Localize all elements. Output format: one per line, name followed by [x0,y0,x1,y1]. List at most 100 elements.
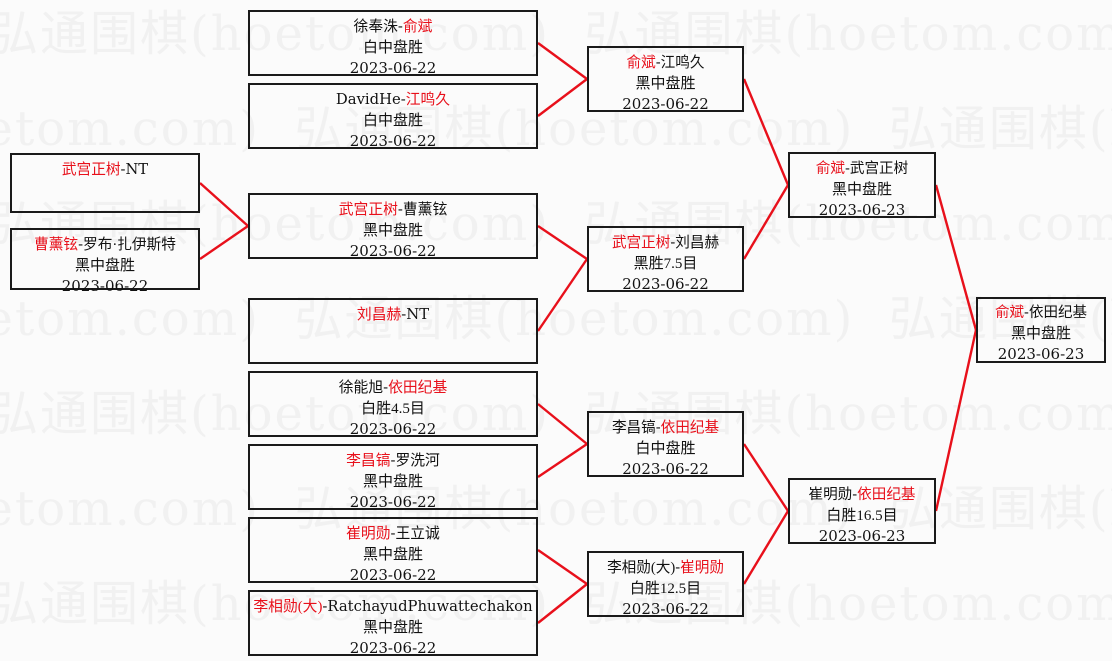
match-box[interactable]: 俞斌-依田纪基黑中盘胜 2023-06-23 [976,297,1106,363]
match-pairing: 崔明勋-依田纪基 [790,485,934,506]
player-right: 依田纪基 [660,420,720,436]
pairing-separator: - [397,201,403,218]
connector-line [537,403,588,445]
pairing-separator: - [322,598,328,615]
pairing-separator: - [120,161,126,178]
match-date: 2023-06-22 [349,566,437,585]
match-pairing: 武宫正树-刘昌赫 [589,233,742,254]
match-result: 白中盘胜 [362,112,423,129]
watermark-text: 弘通围棋(hoetom.com) 弘通围棋(hoetom.com) 弘通围棋(h… [0,576,1112,632]
player-left: 崔明勋 [808,487,853,503]
player-right: 江鸣久 [405,92,451,108]
match-box[interactable]: 李相勋(大)-崔明勋白胜12.5目 2023-06-22 [587,551,744,618]
watermark-text: 弘通围棋(hoetom.com) 弘通围棋(hoetom.com) 弘通围棋(h… [0,6,1112,62]
match-result: 黑中盘胜 [831,181,892,198]
match-pairing: 武宫正树-NT [12,160,198,181]
player-left: 徐奉洙 [353,19,398,35]
player-left: 曹薰铉 [34,237,79,253]
match-date: 2023-06-22 [622,274,709,293]
match-result: 黑中盘胜 [362,473,423,490]
player-right: 崔明勋 [680,560,724,576]
match-result: 白中盘胜 [362,39,423,56]
match-pairing: 刘昌赫-NT [250,305,536,326]
player-right: 依田纪基 [857,487,916,503]
pairing-separator: - [397,18,403,35]
player-left: 武宫正树 [338,202,398,218]
player-left: 俞斌 [994,305,1025,321]
connector-line [199,225,249,260]
match-pairing: 俞斌-依田纪基 [978,304,1104,324]
pairing-separator: - [383,379,389,396]
connector-line [537,549,588,585]
match-pairing: 曹薰铉-罗布·扎伊斯特 [12,235,198,256]
connector-line [199,182,249,227]
match-pairing: 李相勋(大)-崔明勋 [589,558,742,579]
connector-line [934,329,978,512]
player-left: 崔明勋 [346,526,391,542]
pairing-separator: - [1024,305,1029,321]
match-result: 白胜16.5目 [826,507,898,524]
player-left: 李昌镐 [346,453,391,469]
match-date: 2023-06-22 [622,599,709,618]
pairing-separator: - [78,236,84,253]
connector-line [742,510,790,585]
pairing-separator: - [390,452,396,469]
match-date: 2023-06-22 [622,94,709,113]
pairing-separator: - [852,486,858,503]
connector-line [537,42,588,80]
match-date: 2023-06-23 [997,344,1085,363]
match-pairing: 李昌镐-罗洗河 [250,451,536,472]
pairing-separator: - [655,419,661,436]
player-left: 武宫正树 [611,235,671,251]
match-pairing: 崔明勋-王立诚 [250,524,536,545]
player-left: 俞斌 [815,161,845,177]
pairing-separator: - [400,91,406,108]
match-result: 黑胜7.5目 [633,255,698,272]
player-left: 武宫正树 [61,162,121,178]
pairing-separator: - [390,525,396,542]
pairing-separator: - [670,234,676,251]
connector-line [742,78,790,186]
match-date: 2023-06-22 [61,277,149,296]
pairing-separator: - [655,54,661,71]
watermark-text: 弘通围棋(hoetom.com) 弘通围棋(hoetom.com) 弘通围棋(h… [0,291,1112,347]
match-pairing: 俞斌-武宫正树 [790,159,934,180]
match-result: 黑中盘胜 [74,257,135,274]
match-result: 黑中盘胜 [1010,325,1071,342]
match-date: 2023-06-22 [349,639,437,658]
pairing-separator: - [844,160,850,177]
match-box[interactable]: 刘昌赫-NT [248,298,538,364]
connector-line [742,443,790,512]
pairing-separator: - [401,306,407,323]
match-date: 2023-06-22 [622,459,709,478]
match-result: 白胜4.5目 [361,400,425,417]
connector-line [537,78,588,117]
player-right: 刘昌赫 [675,235,720,251]
player-right: RatchayudPhuwattechakon [327,598,533,615]
player-right: 依田纪基 [388,380,448,396]
player-right: 罗布·扎伊斯特 [83,237,176,253]
watermark-text: 弘通围棋(hoetom.com) 弘通围棋(hoetom.com) 弘通围棋(h… [0,101,1112,157]
match-box[interactable]: 武宫正树-NT [10,153,200,213]
connector-line [742,184,790,260]
connector-line [934,184,978,331]
player-left: 俞斌 [626,55,656,71]
match-date: 2023-06-22 [349,420,437,439]
player-left: DavidHe [335,91,401,108]
match-result: 白胜12.5目 [629,580,702,597]
